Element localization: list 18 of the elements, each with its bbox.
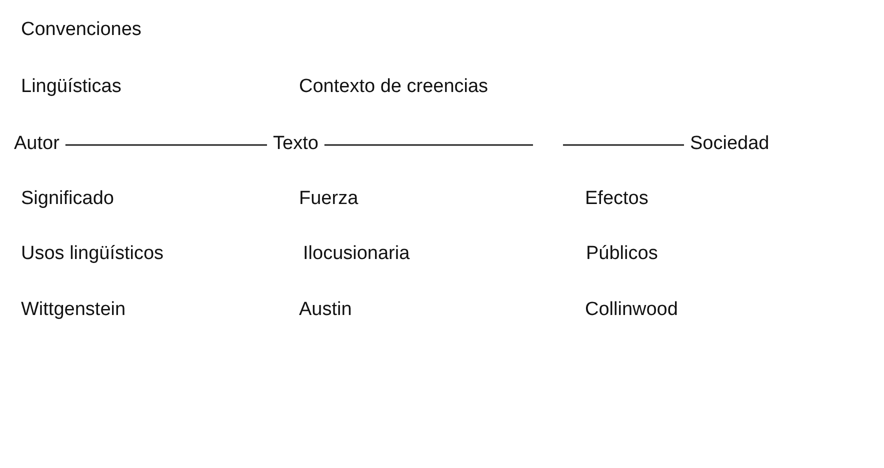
label-text: Lingüísticas bbox=[21, 76, 122, 98]
label-text: Públicos bbox=[586, 243, 658, 265]
connector-line bbox=[563, 144, 684, 146]
node-text: Autor bbox=[14, 133, 60, 155]
label-text: Wittgenstein bbox=[21, 299, 126, 321]
label-text: Collinwood bbox=[585, 299, 678, 321]
label-text: Significado bbox=[21, 188, 114, 210]
label-text: Efectos bbox=[585, 188, 648, 210]
label-text: Ilocusionaria bbox=[303, 243, 410, 265]
label-text: Fuerza bbox=[299, 188, 358, 210]
node-text: Texto bbox=[273, 133, 318, 155]
label-text: Contexto de creencias bbox=[299, 76, 488, 98]
connector-line bbox=[65, 144, 267, 146]
label-text: Convenciones bbox=[21, 19, 142, 41]
label-text: Austin bbox=[299, 299, 352, 321]
label-text: Usos lingüísticos bbox=[21, 243, 164, 265]
connector-line bbox=[324, 144, 533, 146]
node-text: Sociedad bbox=[690, 133, 770, 155]
